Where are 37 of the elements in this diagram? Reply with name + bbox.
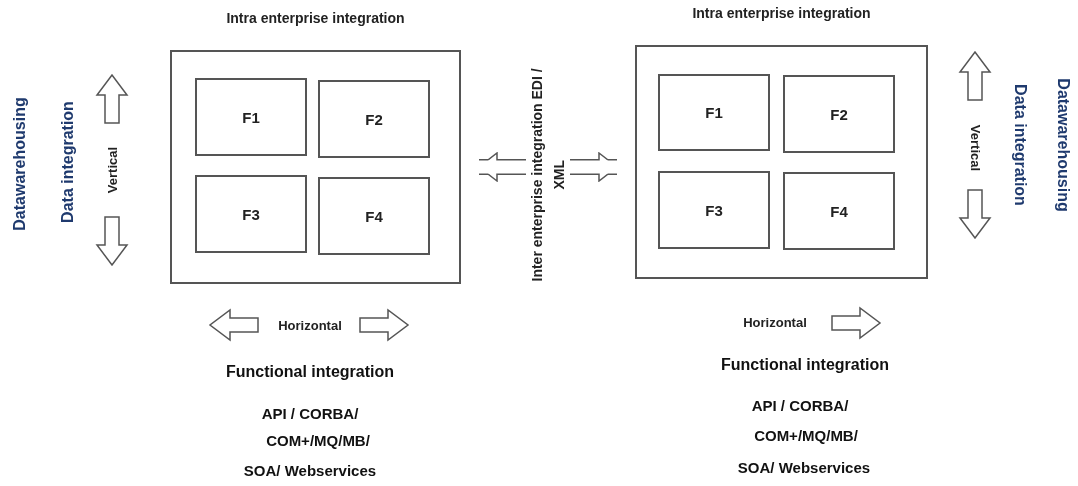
function-box: [195, 175, 307, 253]
box-label: F2: [365, 110, 383, 128]
function-box: [783, 172, 895, 250]
technology-list: COM+/MQ/MB/: [266, 431, 370, 449]
system-box: [170, 50, 461, 284]
direction-label: Horizontal: [278, 317, 342, 333]
function-box: [318, 80, 430, 158]
box-heading: Intra enterprise integration: [226, 10, 405, 26]
technology-list: COM+/MQ/MB/: [754, 426, 858, 444]
integration-label: Functional integration: [226, 363, 394, 381]
system-box: [635, 45, 928, 279]
edge-label: Inter enterprise integration EDI / XML: [526, 67, 570, 283]
box-heading: Intra enterprise integration: [692, 5, 871, 21]
box-label: F2: [830, 105, 848, 123]
side-label: Datawarehousing: [1054, 78, 1072, 212]
technology-list: API / CORBA/: [751, 396, 849, 414]
function-box: [658, 74, 770, 151]
direction-label: Vertical: [967, 124, 983, 172]
side-label: Data integration: [59, 101, 77, 223]
direction-label: Horizontal: [743, 314, 807, 330]
box-label: F3: [242, 205, 260, 223]
function-box: [658, 171, 770, 249]
function-box: [783, 75, 895, 153]
box-label: F1: [242, 108, 260, 126]
integration-label: Functional integration: [721, 356, 889, 374]
function-box: [318, 177, 430, 255]
technology-list: API / CORBA/: [261, 404, 359, 422]
technology-list: SOA/ Webservices: [243, 461, 377, 479]
box-label: F3: [705, 201, 723, 219]
direction-label: Vertical: [104, 146, 120, 194]
side-label: Datawarehousing: [11, 97, 29, 231]
box-label: F1: [705, 104, 723, 121]
function-box: [195, 78, 307, 156]
technology-list: SOA/ Webservices: [737, 458, 871, 476]
side-label: Data integration: [1011, 84, 1029, 206]
box-label: F4: [365, 207, 383, 225]
box-label: F4: [830, 202, 848, 220]
